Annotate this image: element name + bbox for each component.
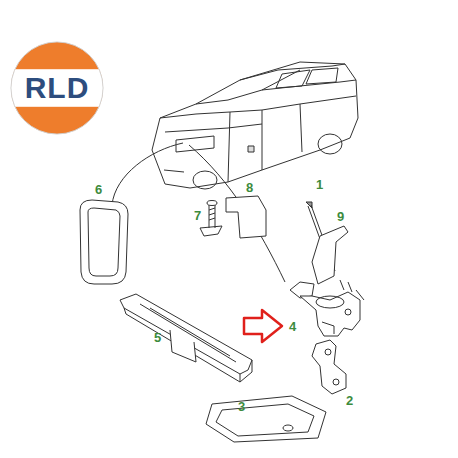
callout-number: 6 bbox=[95, 183, 102, 196]
bracket bbox=[226, 196, 266, 238]
logo-badge: RLD bbox=[10, 41, 104, 135]
cover-cap bbox=[206, 396, 326, 442]
leader-line bbox=[189, 145, 285, 282]
lock-actuator bbox=[290, 280, 364, 336]
callout-number: 5 bbox=[154, 331, 161, 344]
pointer-arrow bbox=[244, 310, 282, 342]
callout-number: 9 bbox=[337, 210, 344, 223]
callout-number: 2 bbox=[346, 394, 353, 407]
screw bbox=[200, 201, 222, 237]
callout-number: 3 bbox=[238, 400, 245, 413]
logo-text: RLD bbox=[25, 73, 90, 103]
callout-number: 1 bbox=[316, 178, 323, 191]
callout-number: 8 bbox=[246, 181, 253, 194]
callout-number: 7 bbox=[194, 209, 201, 222]
callout-number: 4 bbox=[289, 320, 296, 333]
trim-panel bbox=[80, 200, 128, 284]
boot-handle bbox=[120, 294, 252, 382]
car-outline bbox=[152, 62, 358, 189]
leader-line bbox=[112, 143, 183, 205]
latch bbox=[312, 340, 346, 394]
bracket bbox=[312, 226, 348, 284]
